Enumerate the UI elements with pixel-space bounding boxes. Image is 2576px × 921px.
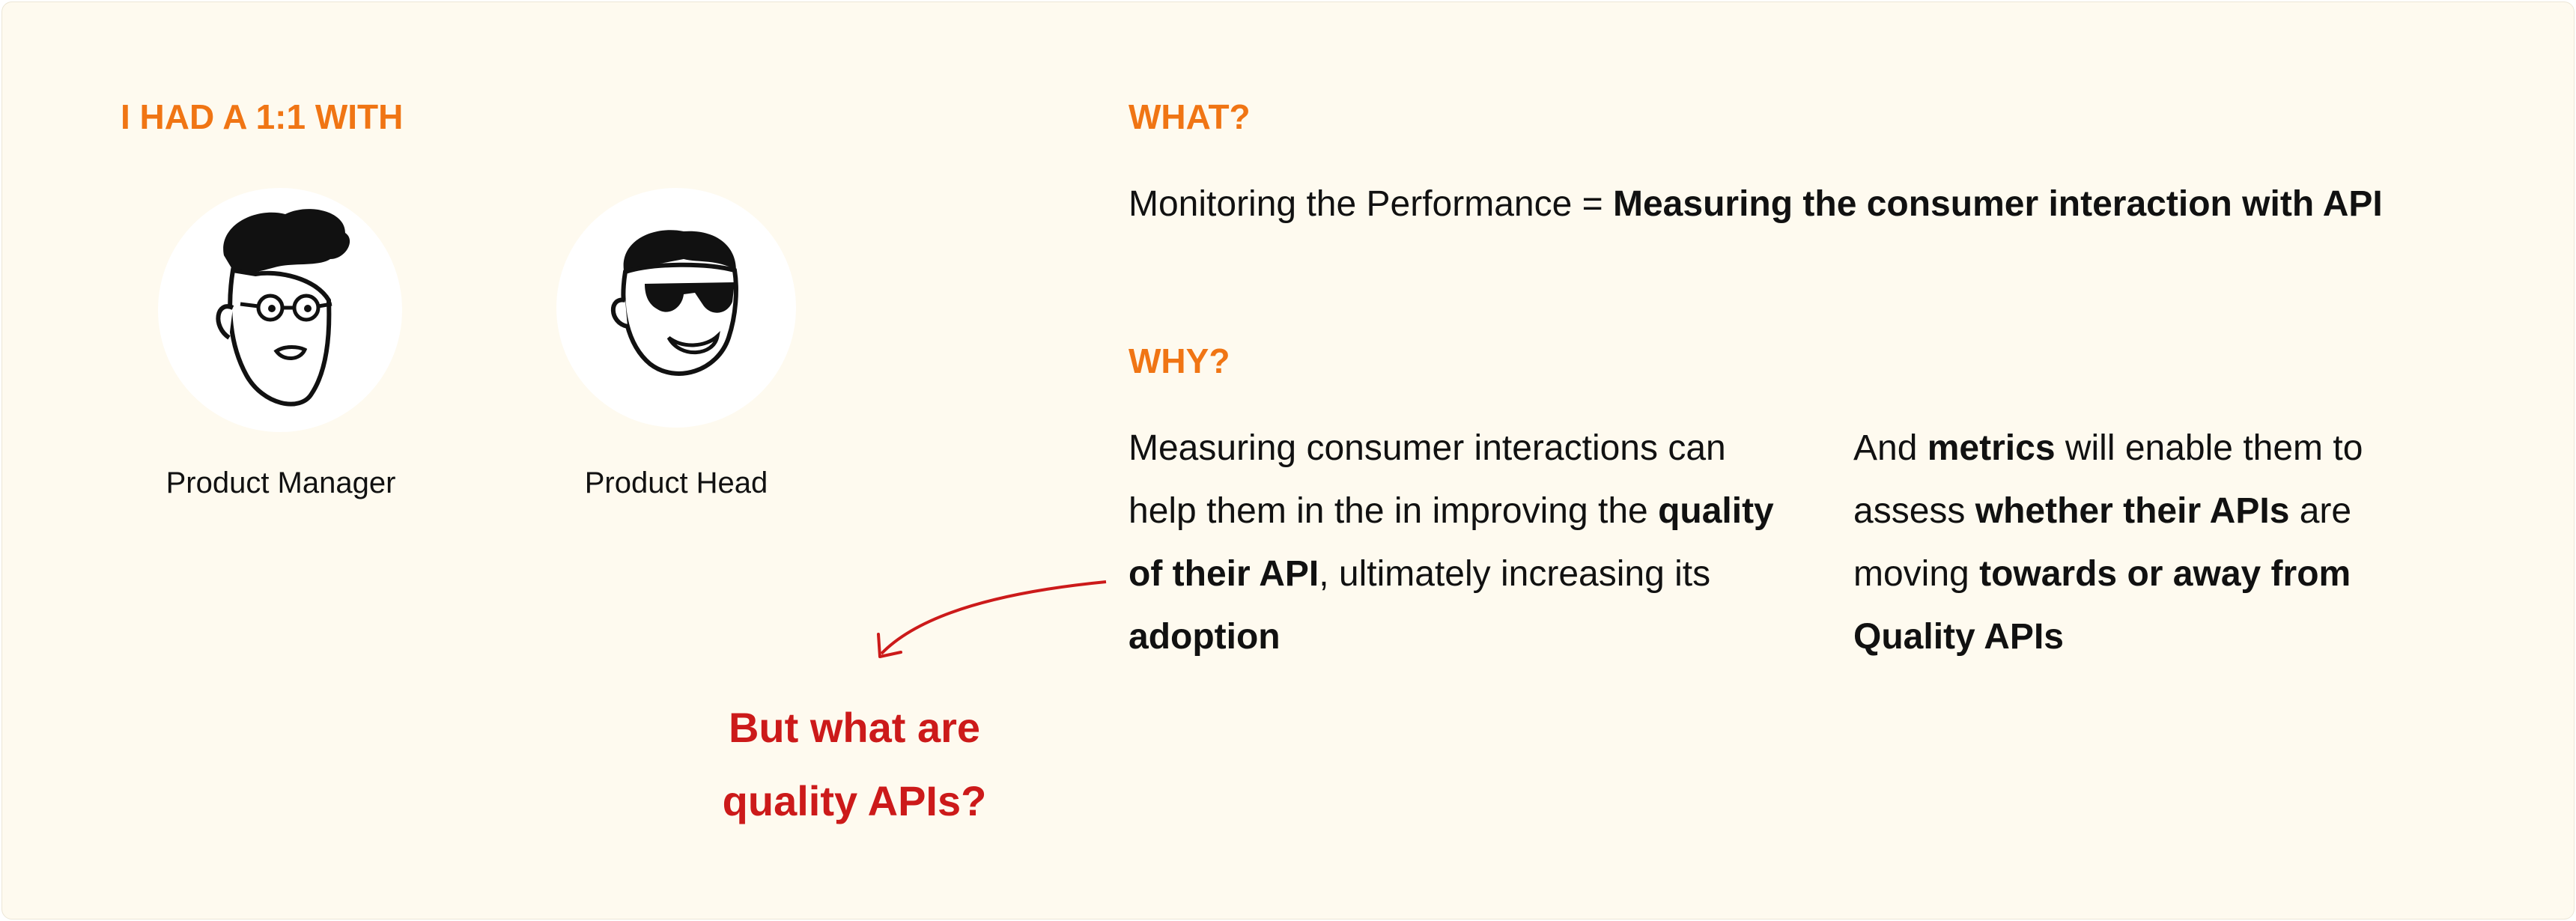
one-on-one-heading: I HAD A 1:1 WITH [121,97,404,136]
why-col2-bold-1: metrics [1927,428,2056,468]
why-col2-bold-3: towards or away from Quality APIs [1853,554,2351,657]
question-line-1: But what are [728,704,981,751]
product-head-avatar-icon [556,188,796,428]
why-column-2: And metrics will enable them to assess w… [1853,417,2467,669]
why-column-1: Measuring consumer interactions can help… [1128,417,1802,669]
why-heading: WHY? [1128,341,1230,380]
why-col2-bold-2: whether their APIs [1975,491,2290,531]
product-manager-avatar-icon [158,188,402,432]
product-manager-label: Product Manager [165,466,396,499]
what-statement: Monitoring the Performance = Measuring t… [1128,173,2383,236]
why-col1-bold-1: quality of their API [1128,491,1774,594]
why-col2-text-3: are moving [1853,491,2352,594]
quality-apis-question: But what are quality APIs? [660,691,1049,838]
why-col1-text-2: , ultimately increasing its [1319,554,1711,594]
why-col1-text-1: Measuring consumer interactions can help… [1128,428,1726,531]
what-lead-text: Monitoring the Performance = [1128,184,1613,224]
why-col2-text-1: And [1853,428,1928,468]
what-bold-text: Measuring the consumer interaction with … [1613,184,2383,224]
why-col1-bold-2: adoption [1128,617,1281,657]
why-col2-text-2: will enable them to assess [1853,428,2363,531]
question-line-2: quality APIs? [722,777,987,824]
what-heading: WHAT? [1128,97,1251,136]
product-head-label: Product Head [584,466,768,499]
